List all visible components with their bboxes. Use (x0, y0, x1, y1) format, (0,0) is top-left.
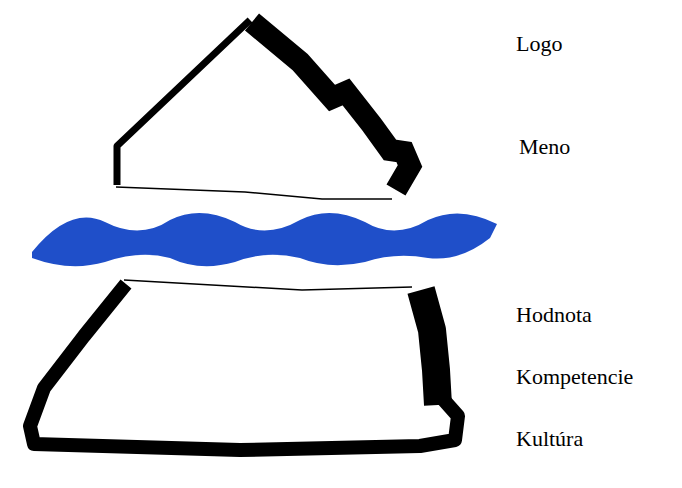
level-label: Meno (519, 133, 570, 161)
level-label: Kompetencie (516, 363, 633, 391)
iceberg-tip-base (116, 187, 392, 199)
level-label: Hodnota (516, 301, 592, 329)
iceberg-base-top (124, 280, 412, 290)
iceberg-base-edge (30, 284, 458, 450)
iceberg-tip-edge (117, 20, 250, 185)
water-wave (32, 213, 497, 266)
iceberg-base-shade (421, 290, 438, 405)
level-label: Kultúra (516, 425, 583, 453)
iceberg-tip-shade (252, 22, 410, 190)
level-label: Logo (516, 30, 562, 58)
